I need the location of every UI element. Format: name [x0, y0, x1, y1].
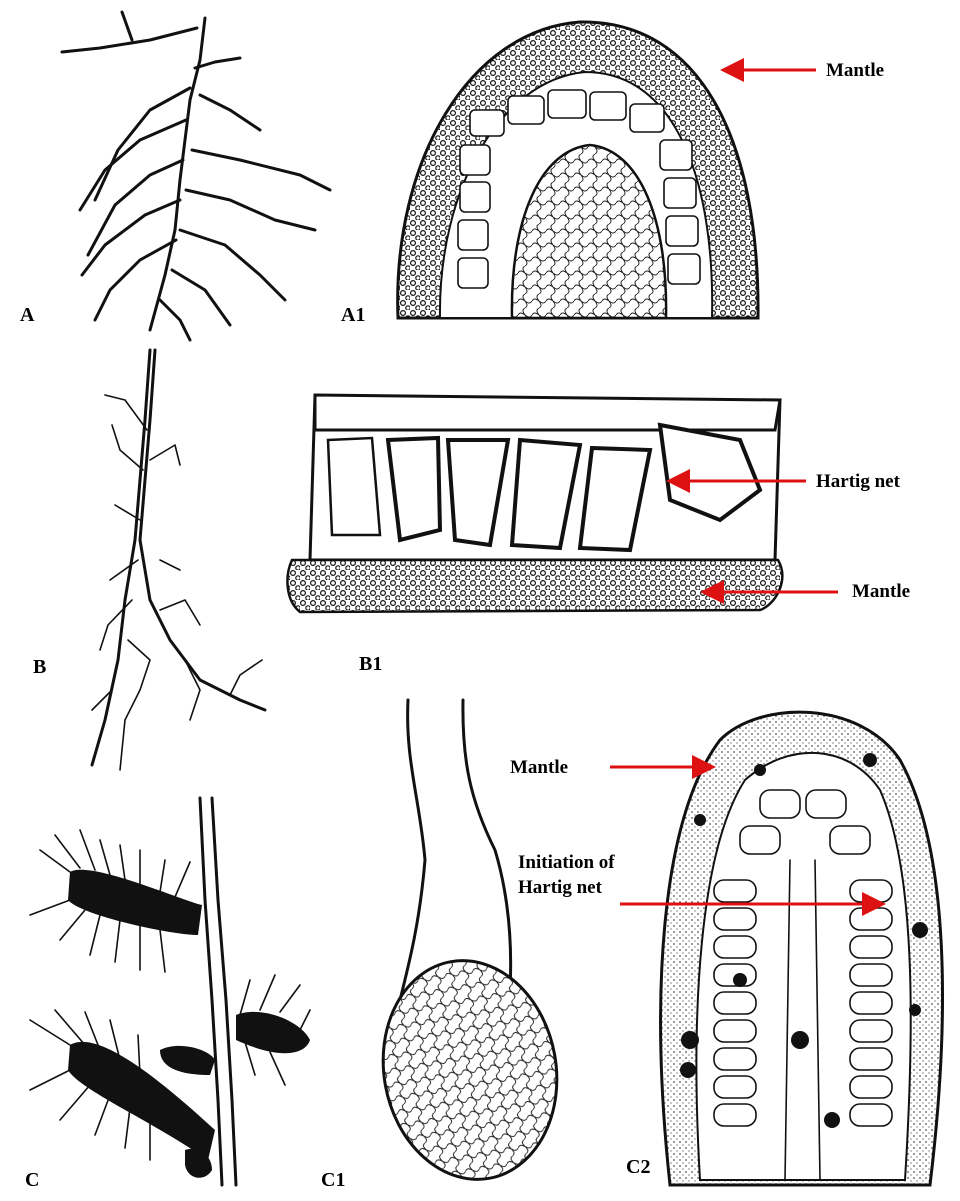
label-b1-mantle: Mantle: [852, 581, 910, 602]
panel-label-b1: B1: [359, 653, 382, 675]
panel-label-c1: C1: [321, 1169, 345, 1191]
panel-label-a1: A1: [341, 304, 365, 326]
panel-b1-hartig-net-section: [287, 395, 782, 612]
panel-b-root-drawing: [92, 350, 265, 770]
panel-label-c2: C2: [626, 1156, 650, 1178]
panel-c-root-with-swollen-tips: [30, 798, 310, 1185]
panel-c2-hartig-net-initiation: [661, 712, 943, 1185]
panel-a1-root-tip-section: [398, 22, 758, 318]
label-c2-initiation-line2: Hartig net: [518, 877, 603, 898]
label-b1-hartig-net: Hartig net: [816, 471, 901, 492]
label-c2-initiation-line1: Initiation of: [518, 852, 615, 873]
label-c2-mantle: Mantle: [510, 757, 568, 778]
panel-label-c: C: [25, 1169, 39, 1191]
panel-label-a: A: [20, 304, 35, 326]
panel-label-b: B: [33, 656, 46, 678]
panel-a-root-drawing: [62, 12, 330, 340]
label-a1-mantle: Mantle: [826, 60, 884, 81]
